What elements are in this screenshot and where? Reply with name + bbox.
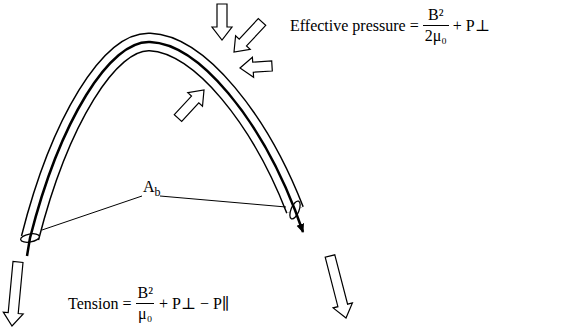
formula-text: b (155, 185, 161, 200)
force-arrow (234, 19, 266, 52)
force-arrow (212, 4, 232, 40)
field-line (27, 42, 303, 256)
formula-text: μ₀ (136, 303, 154, 323)
formula-text: 2μ₀ (423, 25, 449, 45)
leader-line (160, 196, 286, 207)
force-arrow (174, 90, 204, 121)
fraction: B²2μ₀ (423, 6, 449, 46)
leader-line (42, 196, 142, 230)
formula: Effective pressure =B²2μ₀+ P⊥ (290, 6, 490, 46)
formula-text: Effective pressure = (290, 17, 419, 35)
formula-text: + P⊥ − P∥ (159, 294, 229, 313)
formula-text: Tension = (68, 295, 131, 313)
flux-tube-fill (30, 42, 295, 238)
force-arrow (240, 57, 272, 77)
flux-tube-outline (30, 42, 295, 238)
force-arrow (3, 262, 23, 327)
formula-text: A (143, 178, 155, 196)
formula-text: B² (426, 6, 445, 25)
formula-text: B² (135, 284, 154, 303)
formula: Tension =B²μ₀ + P⊥ − P∥ (68, 284, 229, 324)
fraction: B²μ₀ (135, 284, 154, 324)
formula-text: + P⊥ (453, 16, 490, 35)
force-arrow (325, 255, 352, 318)
force-arrows (3, 4, 352, 326)
area-label: Ab (143, 178, 161, 196)
